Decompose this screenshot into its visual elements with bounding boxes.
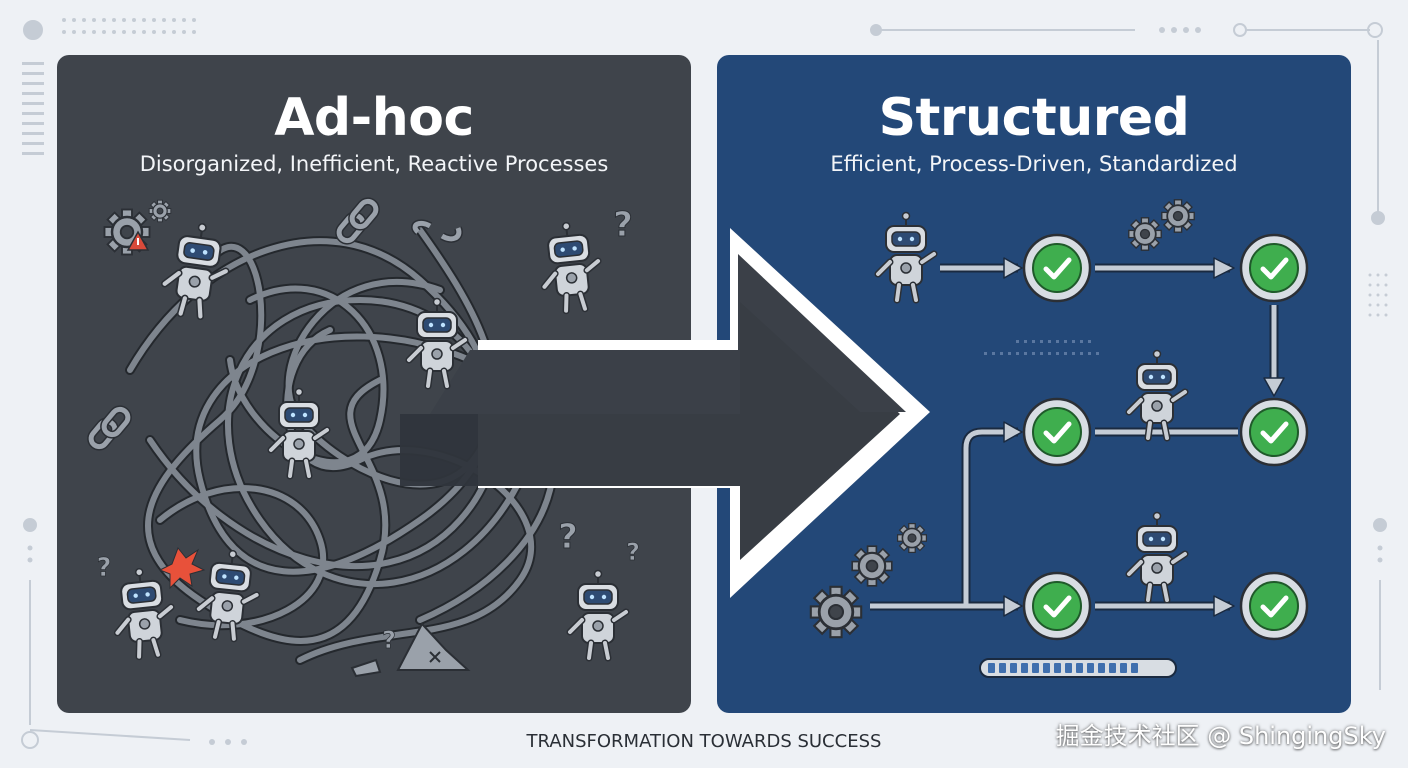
structured-title: Structured	[878, 88, 1190, 148]
data-dots-decoration	[984, 340, 1099, 355]
robot-icon	[538, 220, 603, 313]
robot-icon	[1129, 351, 1185, 439]
progress-bar	[979, 658, 1177, 678]
robot-icon	[570, 571, 626, 659]
tangled-process-lines	[125, 225, 559, 665]
transition-arrow-icon	[400, 228, 930, 598]
broken-chain-icon	[87, 197, 463, 451]
caption: TRANSFORMATION TOWARDS SUCCESS	[526, 731, 882, 752]
binary-text-decoration	[22, 62, 44, 155]
structured-flow-connectors	[870, 257, 1285, 617]
dot-grid-decoration	[27, 18, 1388, 745]
rubble-icon	[350, 622, 471, 678]
structured-subtitle: Efficient, Process-Driven, Standardized	[830, 152, 1238, 176]
robot-icon	[161, 220, 232, 319]
warning-icon	[126, 230, 150, 251]
robot-icon	[878, 213, 934, 301]
adhoc-title: Ad-hoc	[274, 88, 474, 148]
watermark: 掘金技术社区 @ ShingingSky	[1055, 722, 1386, 750]
spark-icon	[158, 547, 206, 590]
adhoc-subtitle: Disorganized, Inefficient, Reactive Proc…	[139, 152, 609, 176]
robot-icon	[111, 566, 176, 659]
background-decorations	[21, 20, 1387, 749]
robot-icon	[1129, 513, 1185, 601]
